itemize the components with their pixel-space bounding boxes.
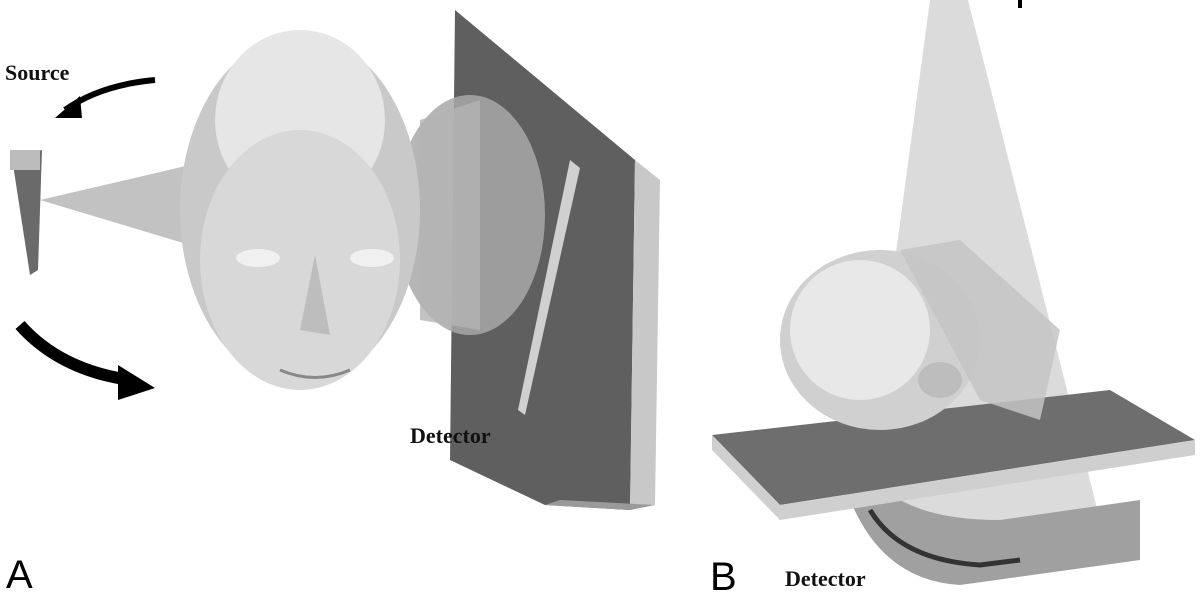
panel-b-illustration — [712, 0, 1195, 585]
source-plate — [12, 150, 42, 275]
detector-label-b: Detector — [785, 566, 866, 591]
panel-a-illustration — [10, 10, 660, 510]
xray-cone — [40, 165, 190, 245]
panel-letter-b: B — [710, 555, 737, 599]
source-label: Source — [5, 60, 70, 85]
rotation-arrow-bottom — [15, 320, 131, 386]
patient-table — [712, 390, 1195, 505]
panel-letter-a: A — [6, 553, 33, 597]
detector-label-a: Detector — [410, 423, 491, 448]
